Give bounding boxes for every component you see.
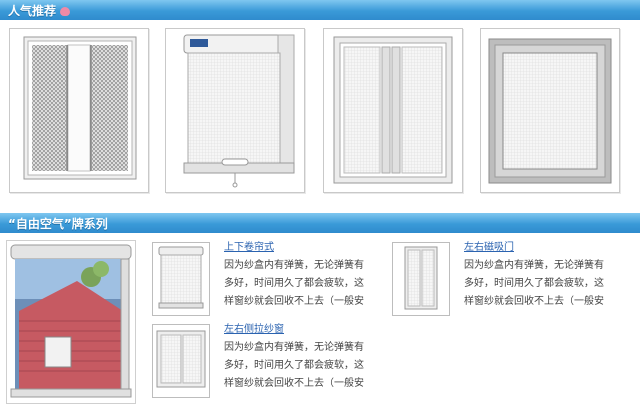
product-desc-sidepull: 因为纱盒内有弹簧，无论弹簧有多好，时间用久了都会疲软，这样窗纱就会回收不上去（一… — [224, 342, 364, 389]
pleated-screen-image — [23, 36, 137, 180]
product-link-sidepull[interactable]: 左右侧拉纱窗 — [224, 324, 284, 335]
product-thumb-sliding[interactable] — [323, 28, 463, 193]
product-item-sidepull: 左右侧拉纱窗 因为纱盒内有弹簧，无论弹簧有多好，时间用久了都会疲软，这样窗纱就会… — [152, 324, 372, 400]
product-thumb-roller[interactable] — [165, 28, 305, 193]
section-header-popular: 人气推荐 — [0, 0, 640, 20]
product-link-magnetic[interactable]: 左右磁吸门 — [464, 242, 514, 253]
product-image-sidepull[interactable] — [152, 324, 210, 398]
section-header-series: “自由空气”牌系列 — [0, 213, 640, 233]
roller-screen-image — [183, 34, 295, 188]
section-title-popular: 人气推荐 — [8, 4, 57, 18]
product-thumb-pleated[interactable] — [9, 28, 149, 193]
section-title-series: “自由空气”牌系列 — [8, 217, 108, 231]
heart-icon — [60, 7, 71, 16]
product-desc-magnetic: 因为纱盒内有弹簧，无论弹簧有多好，时间用久了都会疲软，这样窗纱就会回收不上去（一… — [464, 260, 604, 307]
sliding-screen-image — [333, 36, 453, 184]
product-desc-roller: 因为纱盒内有弹簧，无论弹簧有多好，时间用久了都会疲软，这样窗纱就会回收不上去（一… — [224, 260, 364, 307]
product-item-magnetic: 左右磁吸门 因为纱盒内有弹簧，无论弹簧有多好，时间用久了都会疲软，这样窗纱就会回… — [392, 242, 612, 318]
fixed-screen-image — [488, 38, 612, 184]
product-thumb-fixed[interactable] — [480, 28, 620, 193]
product-image-magnetic[interactable] — [392, 242, 450, 316]
product-item-roller: 上下卷帘式 因为纱盒内有弹簧，无论弹簧有多好，时间用久了都会疲软，这样窗纱就会回… — [152, 242, 372, 318]
house-window-image — [10, 244, 132, 398]
product-link-roller[interactable]: 上下卷帘式 — [224, 242, 274, 253]
featured-product-image[interactable] — [6, 240, 136, 404]
product-image-roller[interactable] — [152, 242, 210, 316]
